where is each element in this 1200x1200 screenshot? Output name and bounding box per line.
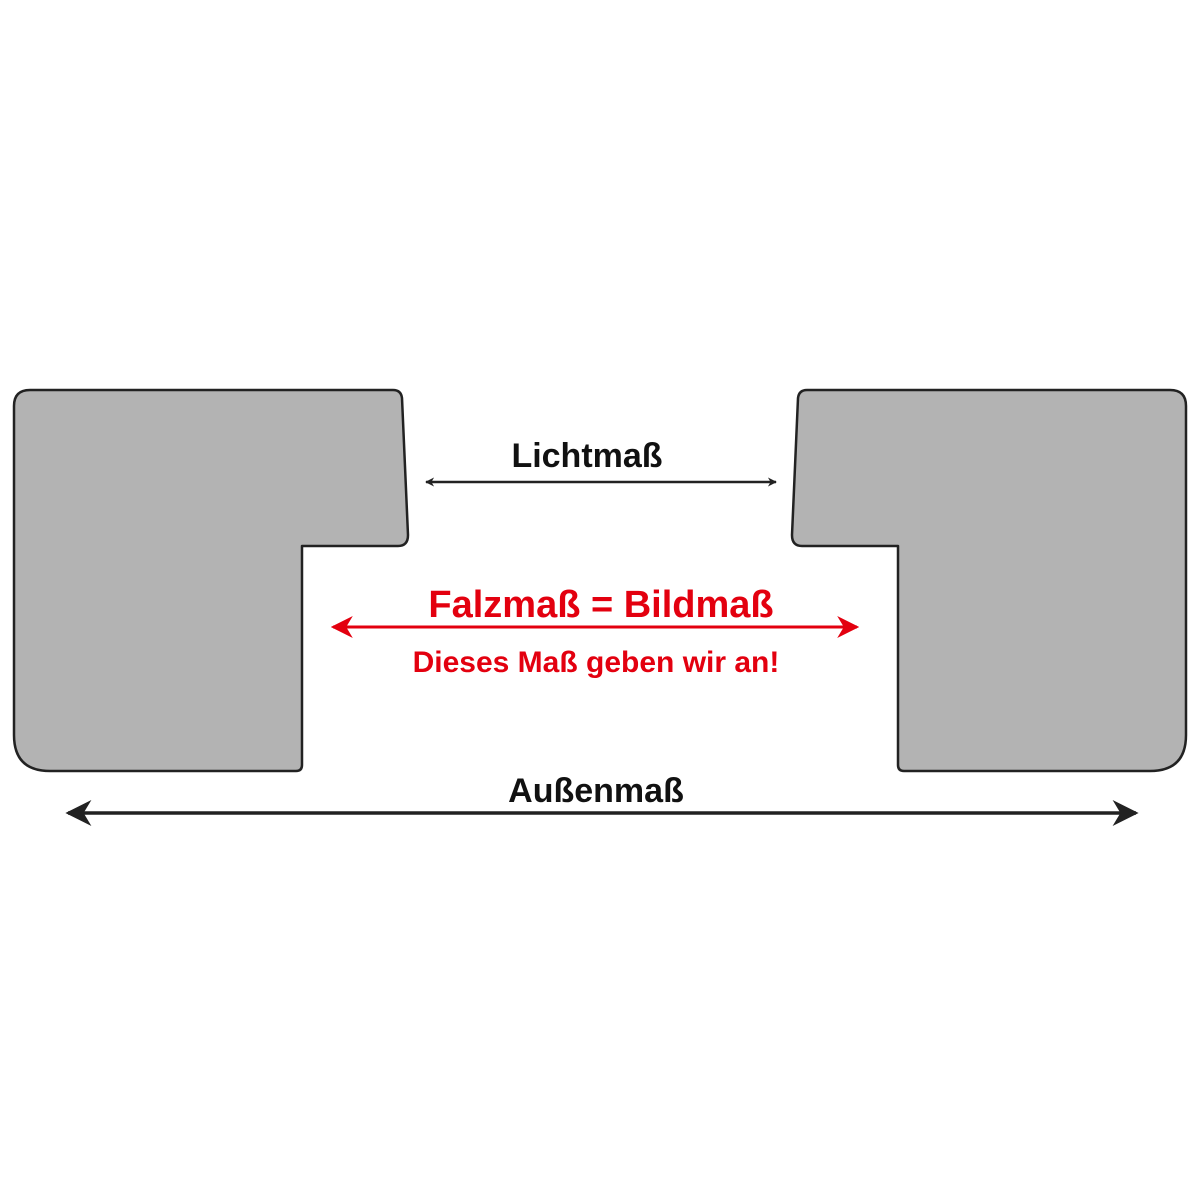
right-frame-profile — [790, 388, 1188, 773]
aussenmass-label: Außenmaß — [508, 772, 684, 810]
left-frame-profile — [12, 388, 410, 773]
falzmass-label: Falzmaß = Bildmaß — [428, 584, 773, 626]
falzmass-hint: Dieses Maß geben wir an! — [413, 646, 780, 679]
lichtmass-label: Lichtmaß — [511, 437, 662, 475]
